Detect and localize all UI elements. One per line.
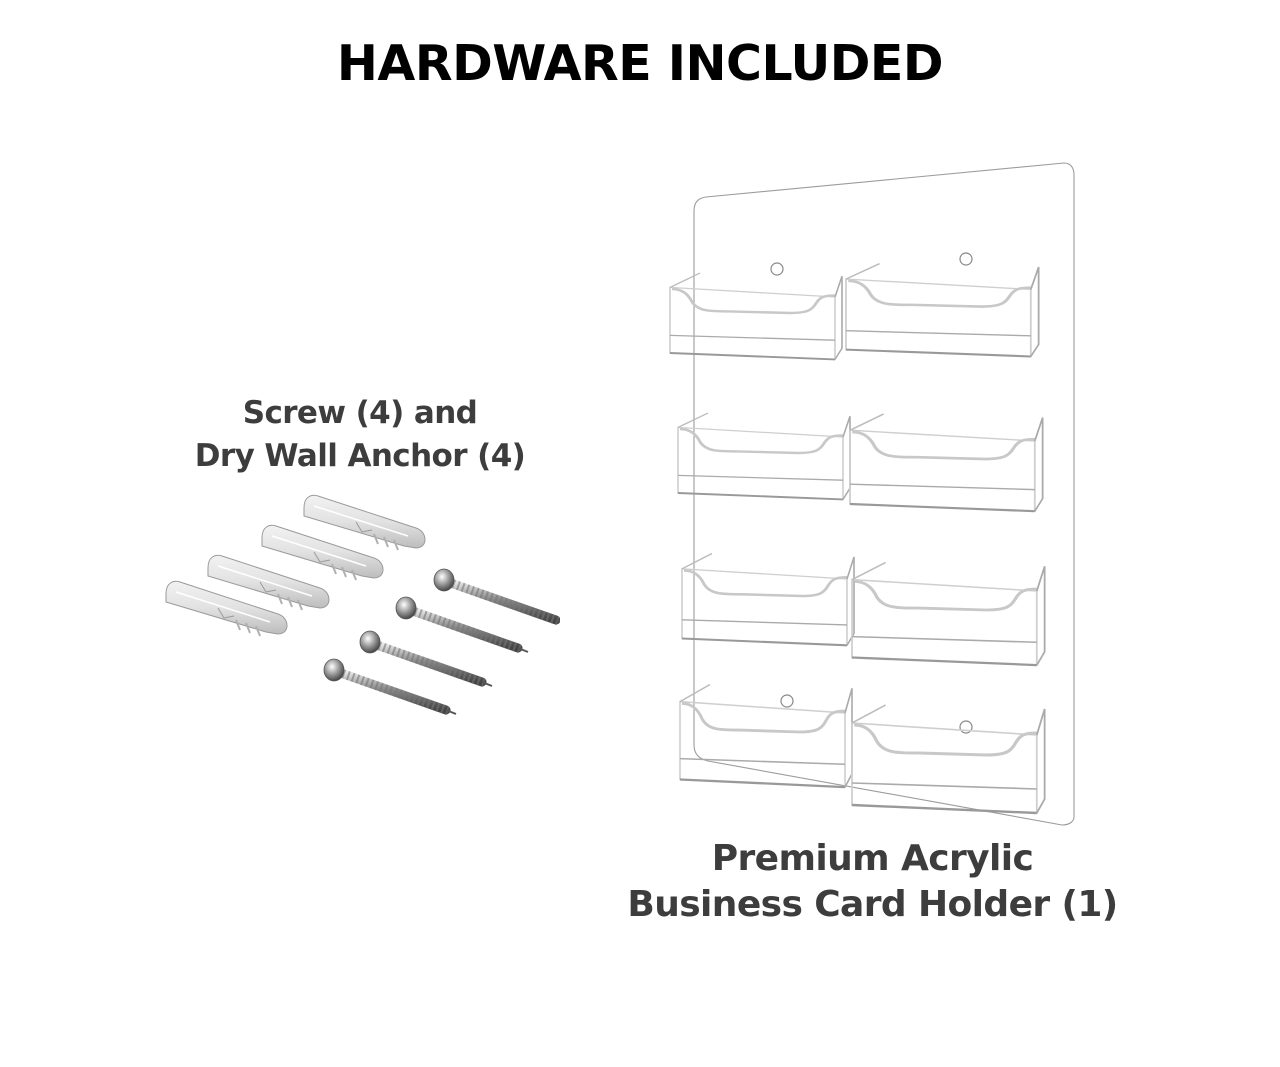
screw-icon (360, 631, 492, 686)
product-caption-line-2: Business Card Holder (1) (627, 884, 1118, 925)
screw-icon (434, 569, 560, 624)
business-card-holder-image (668, 162, 1075, 826)
mounting-hole-icon (959, 252, 973, 266)
product-caption: Premium Acrylic Business Card Holder (1) (600, 836, 1145, 928)
page-title: HARDWARE INCLUDED (336, 35, 944, 92)
product-caption-line-1: Premium Acrylic (711, 838, 1034, 879)
mounting-hole-icon (770, 262, 784, 276)
hardware-caption-line-1: Screw (4) and (242, 395, 478, 431)
hardware-caption-line-2: Dry Wall Anchor (4) (194, 438, 526, 474)
hardware-caption: Screw (4) and Dry Wall Anchor (4) (160, 392, 560, 478)
screws-and-anchors-image (165, 494, 560, 720)
mounting-hole-icon (780, 694, 794, 708)
